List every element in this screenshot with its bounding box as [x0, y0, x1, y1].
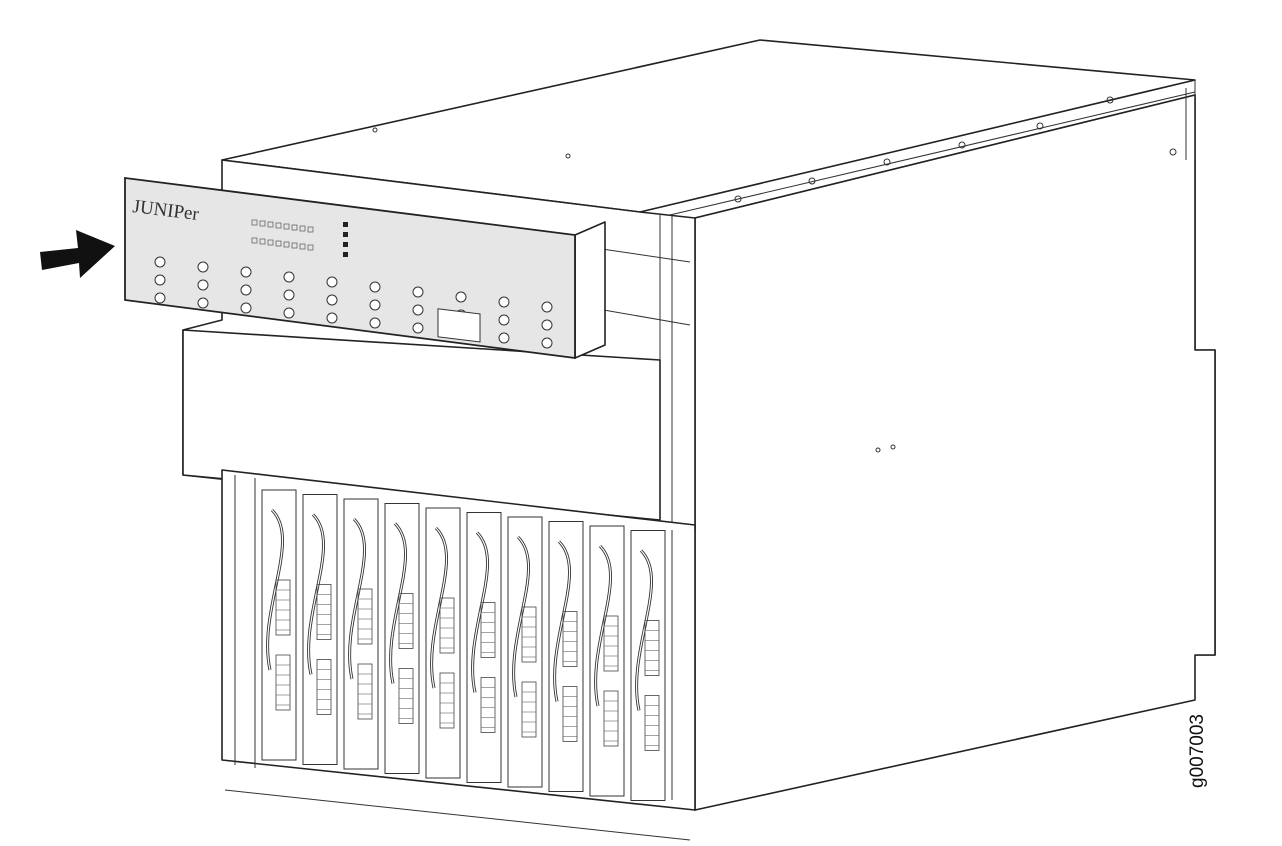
- panel-button: [197, 261, 209, 273]
- alarm-led: [343, 252, 348, 257]
- craft-interface-panel: JUNIPer: [124, 176, 606, 360]
- panel-button: [283, 289, 295, 301]
- alarm-led: [343, 222, 348, 227]
- insert-arrow-icon: [40, 230, 115, 278]
- panel-button: [326, 294, 338, 306]
- panel-button: [197, 297, 209, 309]
- panel-button: [240, 266, 252, 278]
- panel-button: [498, 332, 510, 344]
- led: [291, 242, 298, 249]
- card-slot: [589, 525, 625, 797]
- led: [259, 220, 266, 227]
- card-slot: [630, 530, 666, 801]
- side-screws: [372, 96, 1177, 453]
- panel-button: [412, 322, 424, 334]
- panel-button: [541, 301, 553, 313]
- card-slot: [425, 507, 461, 779]
- lcd-display: [437, 308, 481, 343]
- panel-button: [240, 284, 252, 296]
- led: [267, 221, 274, 228]
- panel-button: [498, 296, 510, 308]
- panel-button: [283, 271, 295, 283]
- panel-button: [541, 337, 553, 349]
- panel-button: [240, 302, 252, 314]
- panel-button: [154, 256, 166, 268]
- panel-button: [369, 317, 381, 329]
- led: [283, 241, 290, 248]
- panel-button: [369, 299, 381, 311]
- card-slot: [302, 494, 338, 765]
- panel-button: [326, 312, 338, 324]
- panel-button: [541, 319, 553, 331]
- led: [307, 244, 314, 251]
- led: [299, 243, 306, 250]
- panel-button: [154, 292, 166, 304]
- card-slot: [548, 521, 584, 792]
- led: [275, 222, 282, 229]
- card-slots: [261, 489, 666, 801]
- panel-button: [412, 304, 424, 316]
- led: [283, 223, 290, 230]
- card-slot: [343, 498, 379, 770]
- led: [275, 240, 282, 247]
- card-slot: [466, 512, 502, 783]
- led: [267, 239, 274, 246]
- panel-button: [197, 279, 209, 291]
- card-slot: [384, 503, 420, 774]
- led: [259, 238, 266, 245]
- alarm-led: [343, 232, 348, 237]
- panel-button: [154, 274, 166, 286]
- led: [307, 226, 314, 233]
- figure-id: g007003: [1187, 714, 1208, 788]
- card-slot: [507, 516, 543, 788]
- panel-button: [326, 276, 338, 288]
- card-slot: [261, 489, 297, 761]
- panel-button: [455, 291, 467, 303]
- led: [251, 219, 258, 226]
- led: [291, 224, 298, 231]
- panel-button: [498, 314, 510, 326]
- panel-button: [412, 286, 424, 298]
- led: [299, 225, 306, 232]
- panel-button: [369, 281, 381, 293]
- alarm-led: [343, 242, 348, 247]
- led: [251, 237, 258, 244]
- panel-button: [283, 307, 295, 319]
